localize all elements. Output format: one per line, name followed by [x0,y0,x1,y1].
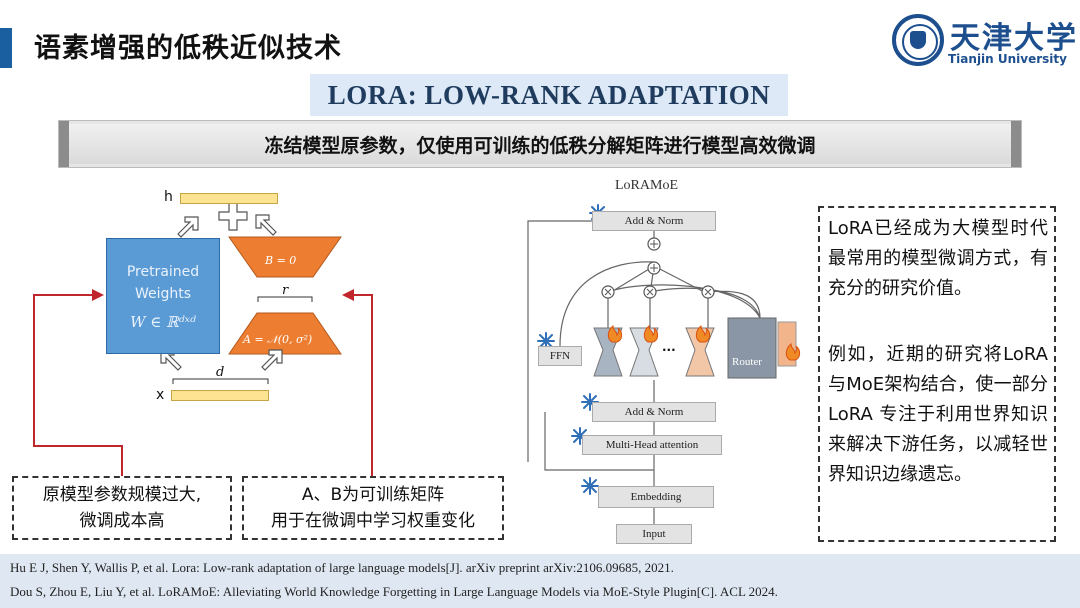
callout-left: 原模型参数规模过大, 微调成本高 [12,476,232,540]
moe-router-lines [607,284,761,319]
snowflake-icon-3 [581,393,599,411]
slide-title: 语素增强的低秩近似技术 [34,33,342,64]
flame-icon-1 [607,324,623,343]
explanation-box: LoRA已经成为大模型时代最常用的模型微调方式，有充分的研究价值。 例如，近期的… [818,206,1056,542]
label-d: d [216,365,225,380]
arrow-from-x-right-icon [261,349,283,371]
callout-mid-line2: 用于在微调中学习权重变化 [271,511,475,531]
pretrained-line1: Pretrained [126,264,200,280]
moe-input: Input [616,524,692,544]
r-bracket [257,296,313,302]
callout-left-line2: 微调成本高 [79,511,165,531]
explanation-para-1: LoRA已经成为大模型时代最常用的模型微调方式，有充分的研究价值。 [828,218,1048,299]
input-vector-x [171,390,269,401]
summary-banner-text: 冻结模型原参数，仅使用可训练的低秩分解矩阵进行模型高效微调 [264,134,816,157]
moe-residual-inner [544,412,654,471]
matrix-a-label: A = 𝒩(0, σ²) [243,333,313,346]
reference-2: Dou S, Zhou E, Liu Y, et al. LoRAMoE: Al… [10,584,778,599]
arrow-up-left-icon [177,216,199,238]
matrix-b-label: B = 0 [265,254,297,267]
university-logo-cn: 天津大学 [950,21,1078,56]
moe-add-norm-top: Add & Norm [592,211,716,231]
explanation-para-2: 例如，近期的研究将LoRA与MoE架构结合，使一部分 LoRA 专注于利用世界知… [828,344,1048,485]
title-accent-bar [0,28,12,68]
label-r: r [282,283,289,298]
moe-router-box [727,317,777,379]
snowflake-icon-5 [581,477,599,495]
moe-residual-outer [527,220,592,462]
moe-expert-ellipsis: ... [662,340,676,354]
matrix-a-shape [228,312,342,355]
pretrained-weights-block: Pretrained Weights W ∈ ℝᵈˣᵈ [106,238,220,354]
arrow-from-x-left-icon [160,349,182,371]
label-h: h [164,189,173,205]
arrow-up-right-icon [255,214,277,236]
moe-multi-head-attention: Multi-Head attention [582,435,722,455]
reference-1: Hu E J, Shen Y, Wallis P, et al. Lora: L… [10,560,674,575]
moe-add-norm-bottom: Add & Norm [592,402,716,422]
loramoe-title: LoRAMoE [615,178,678,193]
moe-branches [559,261,709,347]
red-arrowhead-left [92,289,104,301]
callout-mid-line1: A、B为可训练矩阵 [301,485,445,505]
plus-icon [218,201,248,231]
output-vector-h [180,193,278,204]
moe-embedding: Embedding [598,486,714,508]
red-connector-right [350,294,373,476]
d-bracket [172,378,269,384]
university-logo-en: Tianjin University [948,52,1067,66]
summary-banner: 冻结模型原参数，仅使用可训练的低秩分解矩阵进行模型高效微调 [58,120,1022,168]
flame-icon-3 [695,324,711,343]
lora-heading: LORA: LOW-RANK ADAPTATION [327,79,771,110]
red-arrowhead-right [342,289,354,301]
pretrained-line2: Weights [134,286,192,302]
red-connector-left [33,294,123,476]
lora-heading-box: LORA: LOW-RANK ADAPTATION [310,74,788,116]
university-seal-icon [892,14,944,66]
matrix-b-shape [228,236,342,278]
callout-middle: A、B为可训练矩阵 用于在微调中学习权重变化 [242,476,504,540]
snowflake-icon-2 [537,332,555,350]
callout-left-line1: 原模型参数规模过大, [42,485,202,505]
moe-router-label: Router [732,356,762,368]
moe-ffn: FFN [538,346,582,366]
flame-icon-2 [643,324,659,343]
references-band [0,554,1080,608]
pretrained-equation: W ∈ ℝᵈˣᵈ [130,313,196,331]
snowflake-icon-4 [571,427,589,445]
flame-icon-4 [785,342,801,361]
label-x: x [156,387,165,403]
